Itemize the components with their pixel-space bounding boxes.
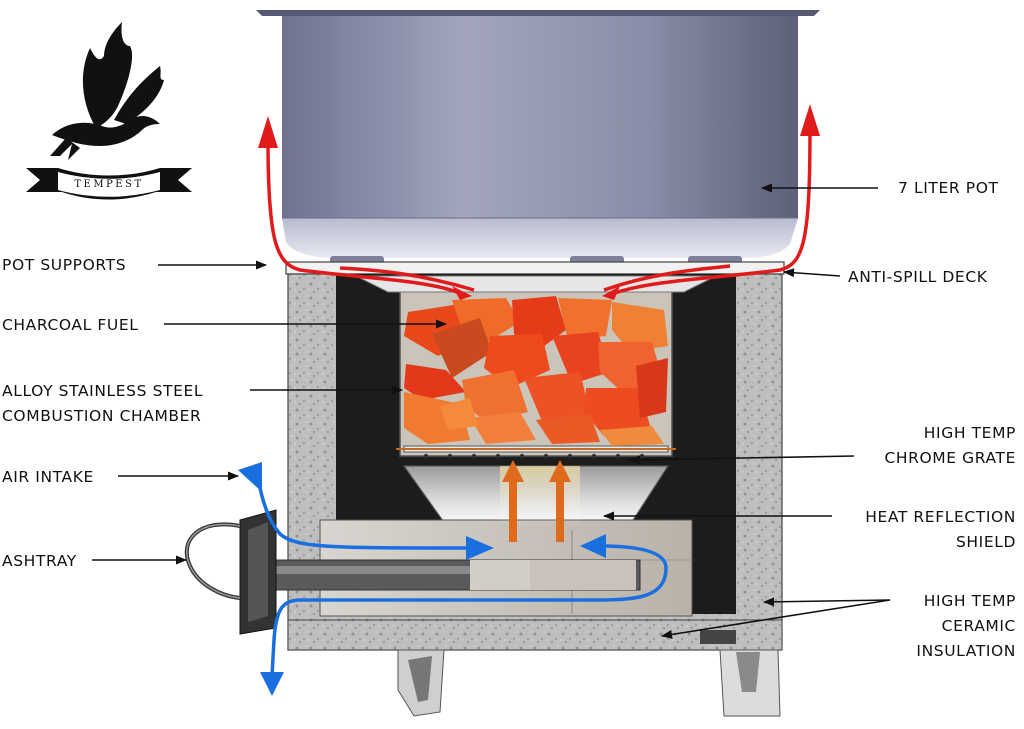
grate-holes [423, 453, 645, 459]
cold-air-flow [256, 477, 668, 677]
label-ashtray: ASHTRAY [2, 552, 77, 570]
tempest-logo: TEMPEST [26, 22, 192, 200]
label-anti-spill-deck: ANTI-SPILL DECK [848, 268, 988, 286]
stove-body [184, 261, 785, 717]
label-pot-supports: POT SUPPORTS [2, 256, 126, 274]
charcoal-fuel [404, 296, 668, 446]
label-chamber-line1: ALLOY STAINLESS STEEL [2, 382, 203, 400]
label-shield-line1: HEAT REFLECTION [865, 508, 1016, 526]
label-grate-line1: HIGH TEMP [924, 424, 1016, 442]
label-pot: 7 LITER POT [898, 179, 999, 197]
label-shield-line2: SHIELD [956, 533, 1016, 551]
label-insulation-line2: CERAMIC [942, 617, 1016, 635]
labels: 7 LITER POT POT SUPPORTS ANTI-SPILL DECK… [2, 179, 1016, 660]
cold-air-arrowheads [238, 462, 606, 696]
hot-air-arrowheads [258, 104, 820, 300]
raven-icon [50, 22, 164, 160]
hot-air-flow [266, 127, 812, 296]
label-insulation-line3: INSULATION [916, 642, 1016, 660]
chrome-grate [396, 445, 676, 453]
label-grate-line2: CHROME GRATE [884, 449, 1016, 467]
label-insulation-line1: HIGH TEMP [924, 592, 1016, 610]
heat-rise-arrows [502, 460, 571, 542]
pot [256, 10, 820, 266]
label-chamber-line2: COMBUSTION CHAMBER [2, 407, 201, 425]
logo-text: TEMPEST [74, 179, 143, 190]
label-air-intake: AIR INTAKE [2, 468, 94, 486]
label-charcoal-fuel: CHARCOAL FUEL [2, 316, 139, 334]
callout-leaders [92, 183, 891, 639]
